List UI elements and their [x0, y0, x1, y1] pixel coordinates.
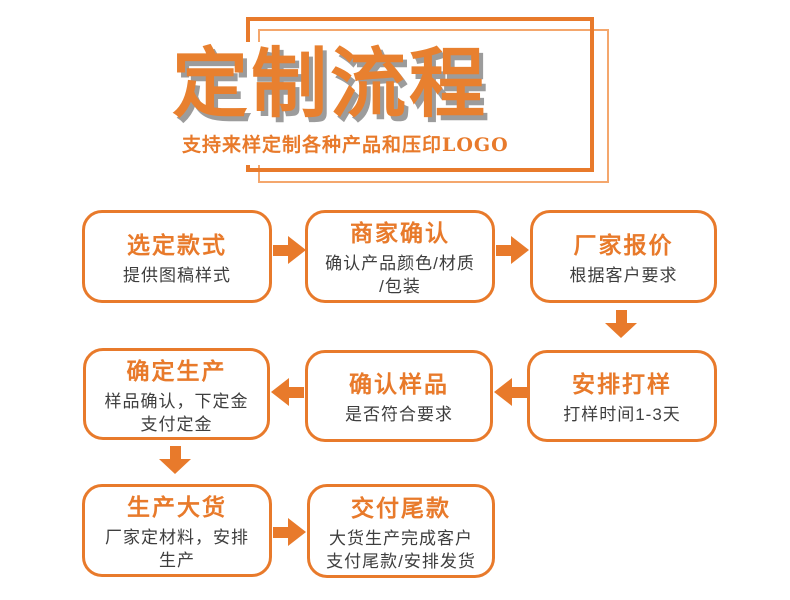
step-title: 商家确认	[350, 220, 450, 247]
arrow-left-icon	[271, 378, 304, 406]
step-box-factory-quote: 厂家报价 根据客户要求	[530, 210, 717, 303]
step-desc: 是否符合要求	[345, 405, 453, 425]
step-desc: 大货生产完成客户 支付尾款/安排发货	[326, 528, 476, 571]
arrow-right-icon	[273, 518, 306, 546]
step-box-select-style: 选定款式 提供图稿样式	[82, 210, 272, 303]
arrow-right-icon	[496, 236, 529, 264]
header: 定制流程 支持来样定制各种产品和压印LOGO	[164, 42, 523, 165]
page-title: 定制流程	[172, 39, 488, 128]
arrow-down-icon	[605, 310, 637, 338]
page-subtitle: 支持来样定制各种产品和压印LOGO	[182, 134, 509, 156]
step-desc: 样品确认，下定金 支付定金	[104, 391, 249, 434]
step-desc: 打样时间1-3天	[563, 405, 681, 425]
step-box-confirm-sample: 确认样品 是否符合要求	[305, 350, 493, 442]
step-box-final-payment: 交付尾款 大货生产完成客户 支付尾款/安排发货	[307, 484, 495, 578]
step-desc: 根据客户要求	[569, 265, 678, 285]
step-desc: 厂家定材料，安排 生产	[105, 528, 249, 570]
step-title: 确认样品	[349, 371, 449, 398]
arrow-left-icon	[494, 378, 527, 406]
step-title: 安排打样	[572, 371, 672, 398]
step-box-confirm-production: 确定生产 样品确认，下定金 支付定金	[83, 348, 270, 440]
step-title: 交付尾款	[351, 494, 451, 521]
arrow-right-icon	[273, 236, 306, 264]
step-title: 确定生产	[126, 357, 227, 384]
step-desc: 确认产品颜色/材质 /包装	[325, 254, 475, 296]
arrow-down-icon	[159, 446, 191, 474]
step-desc: 提供图稿样式	[123, 265, 231, 285]
step-box-merchant-confirm: 商家确认 确认产品颜色/材质 /包装	[305, 210, 495, 303]
step-box-mass-production: 生产大货 厂家定材料，安排 生产	[82, 484, 272, 577]
step-title: 厂家报价	[573, 231, 674, 258]
step-title: 生产大货	[127, 494, 227, 521]
step-box-arrange-proofing: 安排打样 打样时间1-3天	[527, 350, 717, 442]
step-title: 选定款式	[127, 231, 227, 258]
